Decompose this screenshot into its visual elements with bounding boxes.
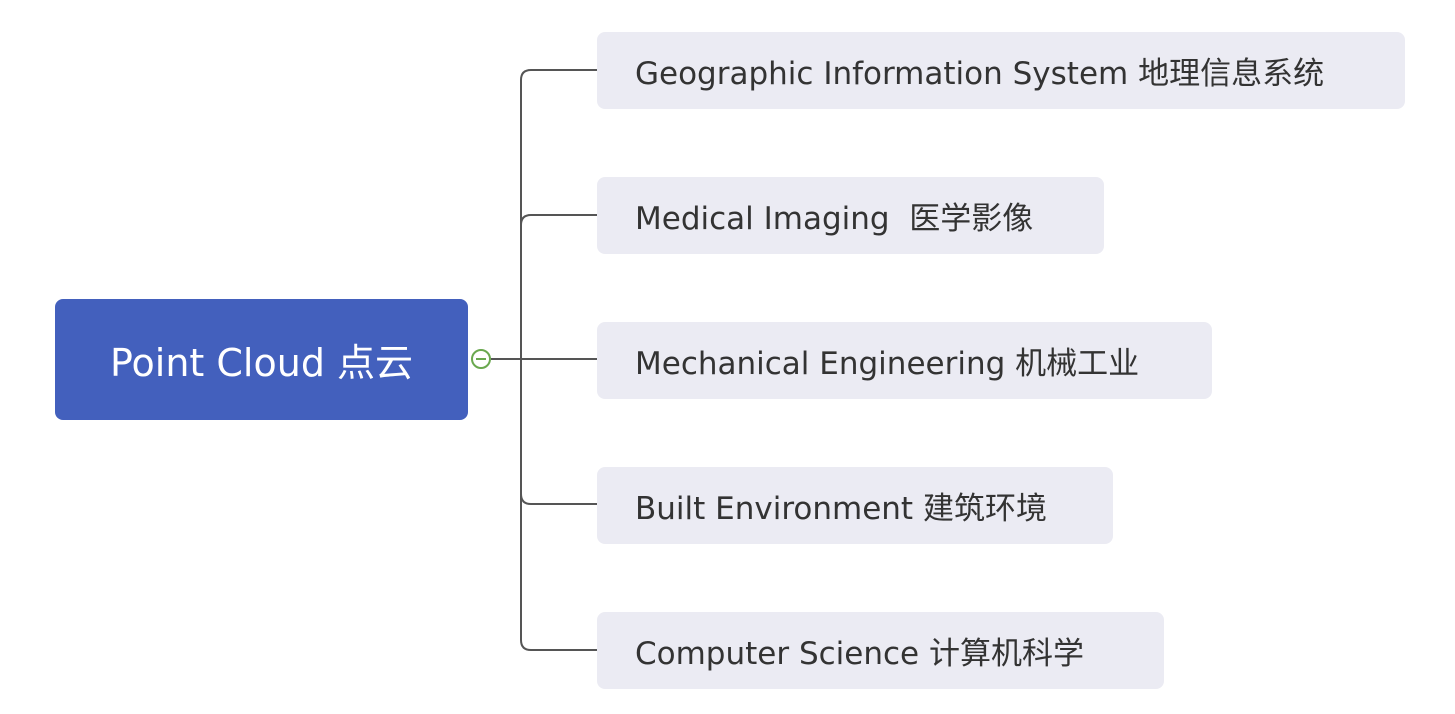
topic-geographic-information-system[interactable]: Geographic Information System 地理信息系统 [597, 32, 1405, 109]
topic-label: Medical Imaging 医学影像 [635, 201, 1034, 237]
topic-label: Computer Science 计算机科学 [635, 636, 1084, 672]
topic-built-environment[interactable]: Built Environment 建筑环境 [597, 467, 1113, 544]
root-topic-point-cloud[interactable]: Point Cloud 点云 [55, 299, 468, 420]
connector-trunk [520, 69, 532, 651]
collapse-minus-icon[interactable] [471, 349, 491, 369]
connector-branch-1 [520, 214, 597, 226]
root-topic-label: Point Cloud 点云 [109, 341, 414, 385]
connector-branch-3 [520, 493, 597, 505]
topic-label: Mechanical Engineering 机械工业 [635, 346, 1140, 382]
topic-mechanical-engineering[interactable]: Mechanical Engineering 机械工业 [597, 322, 1212, 399]
topic-label: Geographic Information System 地理信息系统 [635, 56, 1325, 92]
topic-label: Built Environment 建筑环境 [635, 491, 1047, 527]
topic-medical-imaging[interactable]: Medical Imaging 医学影像 [597, 177, 1104, 254]
topic-computer-science[interactable]: Computer Science 计算机科学 [597, 612, 1164, 689]
